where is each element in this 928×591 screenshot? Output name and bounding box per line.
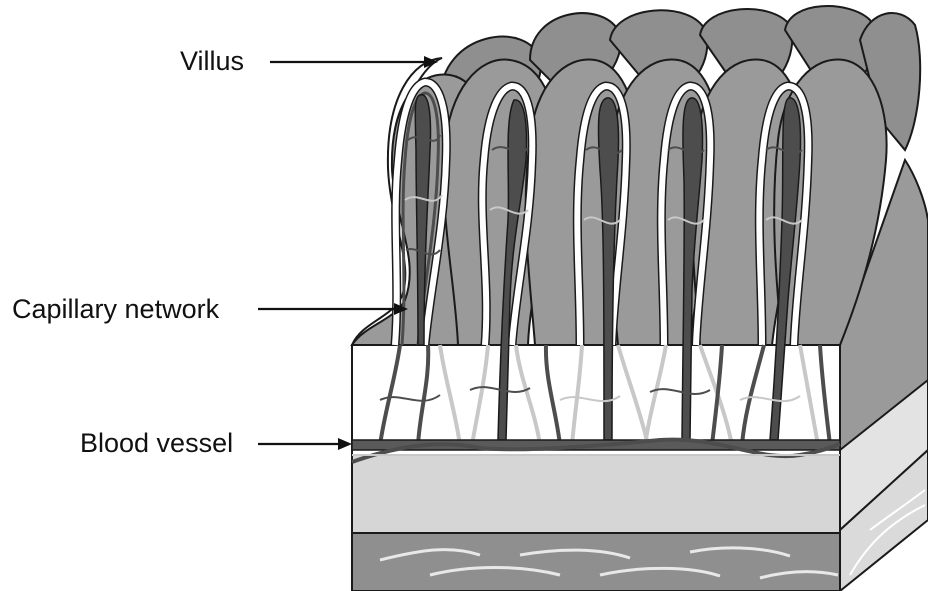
- label-villus: Villus: [180, 46, 244, 76]
- label-capillary-group: Capillary network: [12, 294, 408, 324]
- label-villus-group: Villus: [180, 46, 438, 76]
- submucosa-band: [352, 455, 840, 533]
- label-capillary-network: Capillary network: [12, 294, 220, 324]
- muscle-layer: [352, 533, 840, 591]
- label-blood-vessel-group: Blood vessel: [80, 428, 352, 458]
- label-blood-vessel: Blood vessel: [80, 428, 233, 458]
- arrow-blood-vessel-head: [338, 438, 352, 450]
